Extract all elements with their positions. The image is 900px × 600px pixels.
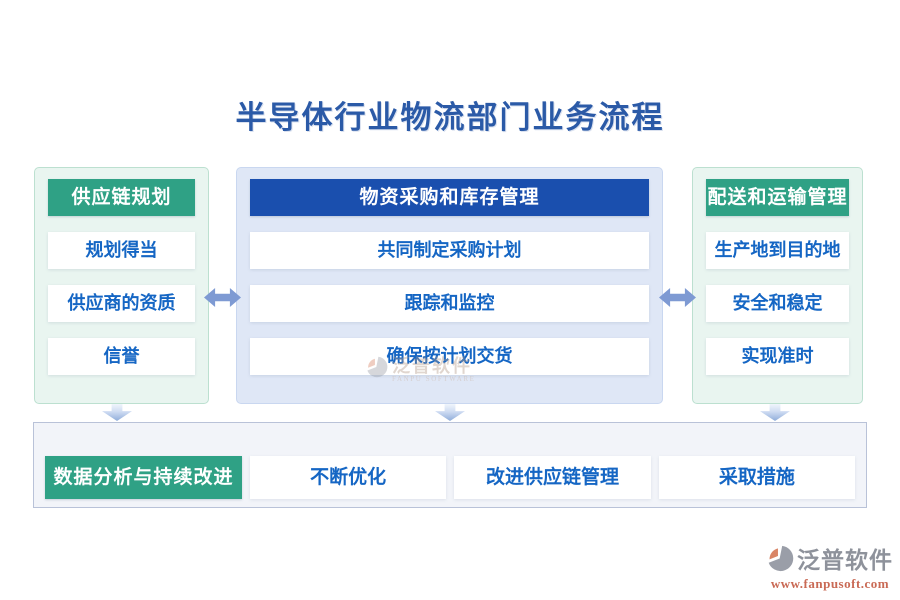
- down-arrow-icon: [760, 404, 790, 421]
- flow-step: 供应商的资质: [48, 285, 195, 322]
- watermark-brand-text: 泛普软件: [392, 356, 472, 376]
- flow-step: 共同制定采购计划: [250, 232, 649, 269]
- flow-step: 改进供应链管理: [454, 456, 651, 499]
- flow-step: 信誉: [48, 338, 195, 375]
- watermark-center: 泛普软件 FANPU SOFTWARE: [366, 356, 476, 383]
- fanpu-logo-icon: [367, 356, 388, 378]
- watermark-url-text: www.fanpusoft.com: [770, 576, 890, 591]
- panel-data-analysis-improvement: 数据分析与持续改进 不断优化 改进供应链管理 采取措施: [33, 422, 867, 508]
- flow-step: 生产地到目的地: [706, 232, 849, 269]
- column-header-distribution-transport: 配送和运输管理: [706, 179, 849, 216]
- page-title: 半导体行业物流部门业务流程: [235, 100, 665, 135]
- down-arrow-icon: [435, 404, 465, 421]
- panel-supply-chain-planning: 供应链规划 规划得当 供应商的资质 信誉: [34, 167, 209, 404]
- flow-step: 跟踪和监控: [250, 285, 649, 322]
- watermark-subtitle-text: FANPU SOFTWARE: [392, 375, 476, 383]
- column-header-supply-chain-planning: 供应链规划: [48, 179, 195, 216]
- column-header-procurement-inventory: 物资采购和库存管理: [250, 179, 649, 216]
- bottom-row-header: 数据分析与持续改进: [45, 456, 242, 499]
- down-arrow-icon: [102, 404, 132, 421]
- watermark-brand-text: 泛普软件: [797, 548, 893, 573]
- fanpu-logo-icon: [768, 545, 794, 571]
- flow-step: 不断优化: [250, 456, 447, 499]
- flow-step: 安全和稳定: [706, 285, 849, 322]
- double-arrow-icon: [659, 288, 696, 307]
- flow-step: 实现准时: [706, 338, 849, 375]
- watermark-bottom-right: 泛普软件 www.fanpusoft.com: [767, 541, 893, 592]
- flow-step: 确保按计划交货: [250, 338, 649, 375]
- panel-procurement-inventory: 物资采购和库存管理 共同制定采购计划 跟踪和监控 确保按计划交货: [236, 167, 663, 404]
- flow-step: 采取措施: [658, 456, 855, 499]
- flow-step: 规划得当: [48, 232, 195, 269]
- panel-distribution-transport: 配送和运输管理 生产地到目的地 安全和稳定 实现准时: [692, 167, 863, 404]
- double-arrow-icon: [204, 288, 241, 307]
